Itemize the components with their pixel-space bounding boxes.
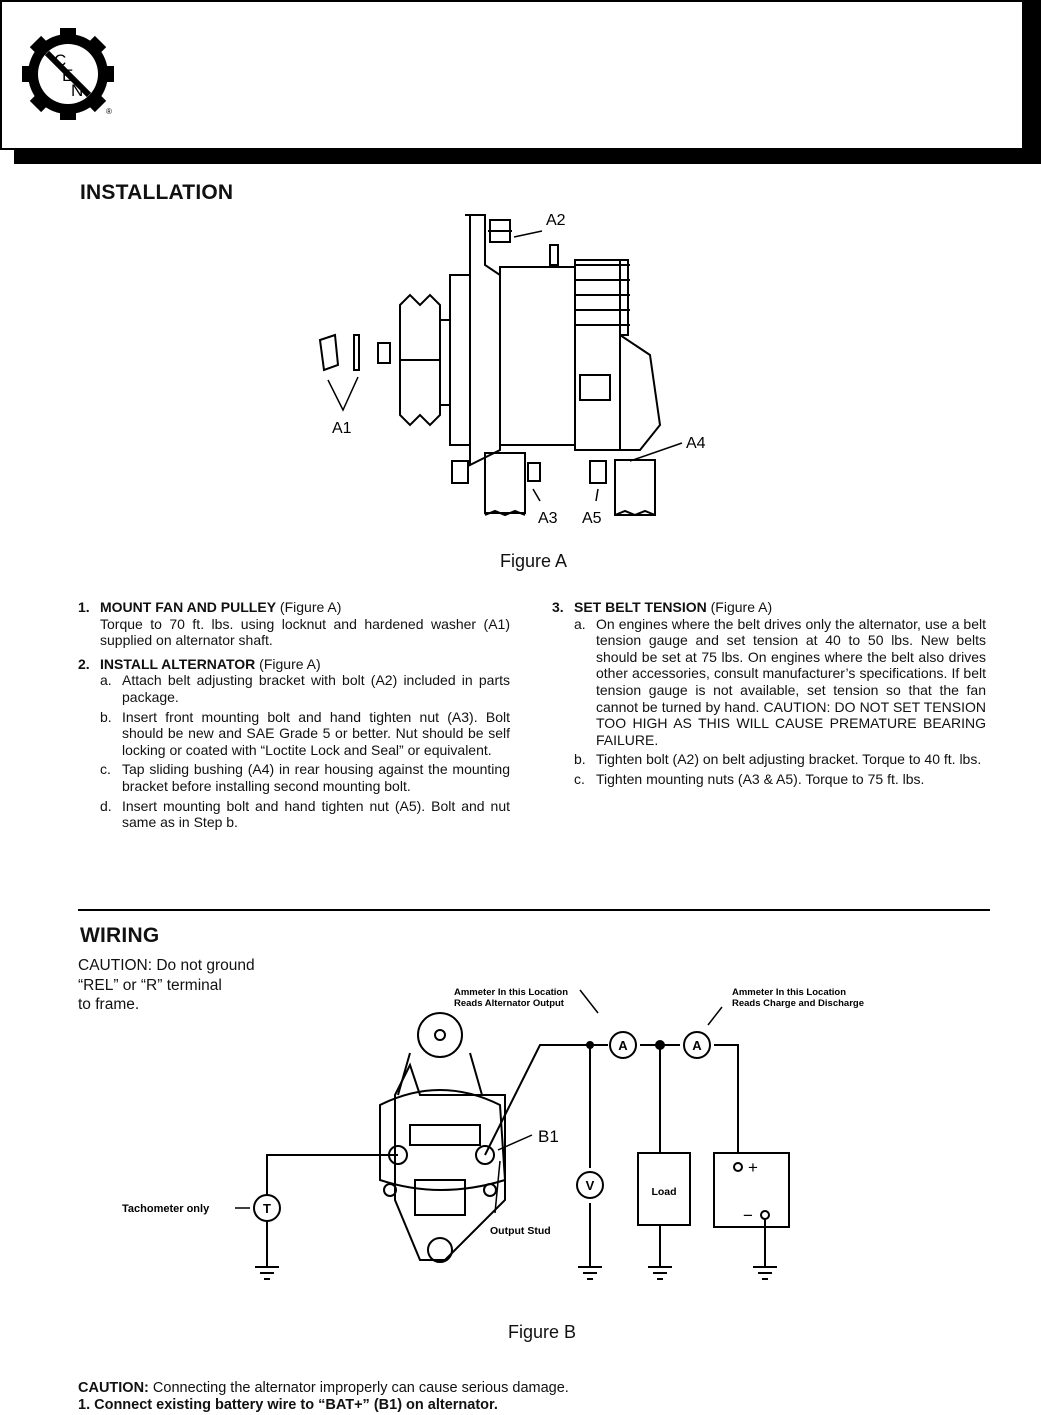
step-item: a. On engines where the belt drives only …: [574, 616, 986, 749]
ammeter2-note-line1: Ammeter In this Location: [732, 987, 846, 998]
label-a4: A4: [686, 435, 706, 452]
ammeter2-note-line2: Reads Charge and Discharge: [732, 998, 864, 1009]
logo-registered-mark: ®: [106, 107, 112, 116]
step-item: b. Insert front mounting bolt and hand ti…: [100, 709, 510, 759]
step-item: c. Tighten mounting nuts (A3 & A5). Torqu…: [574, 771, 986, 788]
install-column-right: 3. SET BELT TENSION (Figure A) a. On engin…: [552, 599, 986, 795]
ammeter-2-symbol: A: [692, 1038, 702, 1053]
step-number: 1.: [78, 599, 90, 615]
header-box: [0, 0, 1024, 150]
bottom-caution: CAUTION: Connecting the alternator impro…: [78, 1380, 978, 1414]
item-text: Insert front mounting bolt and hand tigh…: [122, 708, 510, 758]
label-b1: B1: [538, 1127, 559, 1146]
wiring-caution-line: CAUTION: Do not ground: [78, 957, 255, 974]
cen-logo-icon: C E N ®: [22, 28, 114, 120]
step-3: 3. SET BELT TENSION (Figure A) a. On engin…: [552, 599, 986, 788]
step-2: 2. INSTALL ALTERNATOR (Figure A) a. Attach…: [78, 656, 510, 831]
item-letter: d.: [100, 797, 112, 814]
caution-label: CAUTION:: [78, 1380, 149, 1396]
step-number: 3.: [552, 599, 564, 615]
tachometer-symbol: T: [263, 1201, 271, 1216]
logo-letter-c: C: [54, 51, 66, 70]
step-1: 1. MOUNT FAN AND PULLEY (Figure A) Torque…: [78, 599, 510, 649]
wiring-step-1: 1. Connect existing battery wire to “BAT…: [78, 1397, 498, 1413]
section-divider: [78, 909, 990, 911]
figure-a-caption: Figure A: [500, 551, 568, 571]
wiring-caution-line: “REL” or “R” terminal: [78, 976, 222, 994]
item-text: Tap sliding bushing (A4) in rear housing…: [122, 761, 510, 794]
step-number: 2.: [78, 655, 90, 672]
item-letter: b.: [574, 751, 586, 768]
item-letter: c.: [100, 761, 111, 778]
wiring-title: WIRING: [80, 924, 160, 947]
ammeter1-note-line1: Ammeter In this Location: [454, 987, 568, 998]
step-item: c. Tap sliding bushing (A4) in rear housi…: [100, 761, 510, 794]
step-ref: (Figure A): [706, 599, 773, 615]
item-letter: c.: [574, 770, 585, 787]
step-title: MOUNT FAN AND PULLEY: [100, 599, 277, 615]
installation-title: INSTALLATION: [80, 181, 234, 204]
caution-text: Connecting the alternator improperly can…: [148, 1380, 569, 1396]
header-shadow-bottom: [14, 150, 1041, 164]
step-body: Torque to 70 ft. lbs. using locknut and …: [100, 615, 510, 649]
item-text: Attach belt adjusting bracket with bolt …: [122, 672, 510, 705]
tachometer-label: Tachometer only: [122, 1203, 210, 1215]
item-text: Tighten bolt (A2) on belt adjusting brac…: [596, 751, 982, 768]
item-text: On engines where the belt drives only th…: [596, 615, 986, 748]
install-column-left: 1. MOUNT FAN AND PULLEY (Figure A) Torque…: [78, 599, 510, 838]
ammeter-1-symbol: A: [618, 1038, 628, 1053]
step-item: d. Insert mounting bolt and hand tighten …: [100, 798, 510, 831]
ammeter1-note-line2: Reads Alternator Output: [454, 998, 565, 1009]
item-letter: a.: [574, 615, 586, 632]
logo-letter-n: N: [71, 81, 83, 100]
item-letter: b.: [100, 708, 112, 725]
item-text: Insert mounting bolt and hand tighten nu…: [122, 797, 510, 831]
step-item: b. Tighten bolt (A2) on belt adjusting br…: [574, 751, 986, 768]
label-a5: A5: [582, 510, 602, 527]
label-a3: A3: [538, 510, 558, 527]
step-ref: (Figure A): [276, 599, 342, 615]
logo-letter-e: E: [62, 66, 73, 85]
voltmeter-symbol: V: [586, 1178, 595, 1193]
step-title: INSTALL ALTERNATOR: [100, 655, 256, 672]
output-stud-label: Output Stud: [490, 1225, 551, 1237]
battery-minus: −: [743, 1206, 753, 1225]
figure-a-alternator-drawing: A2 A1 A4 A3 A5: [318, 212, 706, 527]
label-a2: A2: [546, 212, 566, 229]
wiring-caution: CAUTION: Do not ground “REL” or “R” term…: [78, 956, 308, 1015]
header-shadow-right: [1024, 0, 1041, 164]
figure-b-caption: Figure B: [508, 1322, 577, 1342]
item-letter: a.: [100, 672, 112, 689]
figure-b-wiring-diagram: Ammeter In this Location Reads Alternato…: [122, 987, 864, 1280]
item-text: Tighten mounting nuts (A3 & A5). Torque …: [596, 770, 925, 787]
step-title: SET BELT TENSION: [574, 599, 707, 615]
load-label: Load: [651, 1186, 676, 1198]
step-ref: (Figure A): [255, 655, 321, 672]
wiring-caution-line: to frame.: [78, 996, 140, 1013]
step-item: a. Attach belt adjusting bracket with bol…: [100, 672, 510, 705]
battery-plus: +: [748, 1158, 758, 1177]
label-a1: A1: [332, 420, 352, 437]
